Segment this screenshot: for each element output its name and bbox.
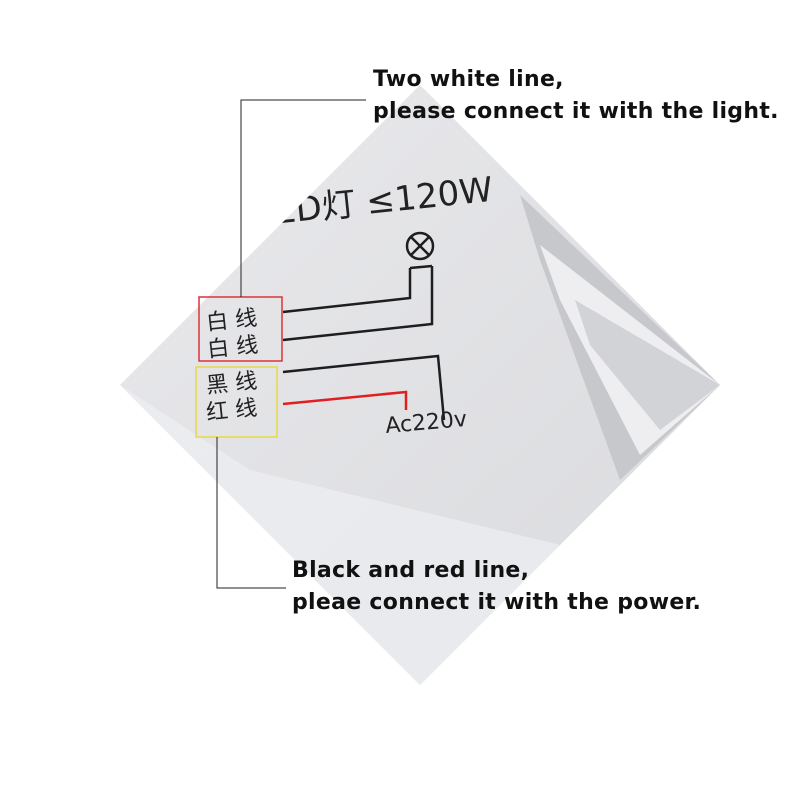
time-label: ±10S xyxy=(69,287,155,330)
terminal-white-2: 白 线 xyxy=(206,333,259,363)
top-callout-leader xyxy=(240,99,366,297)
white-wire-2 xyxy=(282,266,434,342)
terminal-white-1: 白 线 xyxy=(205,306,258,336)
terminal-red: 红 线 xyxy=(205,396,258,426)
terminal-black: 黑 线 xyxy=(205,369,258,399)
plate-layer xyxy=(575,300,720,430)
lamp-symbol-icon xyxy=(405,231,435,261)
power-line-callout: Black and red line, pleae connect it wit… xyxy=(292,555,701,619)
lamp-bridge xyxy=(409,264,433,270)
black-red-line-highlight-box xyxy=(195,366,278,438)
lower-band xyxy=(120,385,560,685)
power-line-callout-line1: Black and red line, xyxy=(292,558,530,583)
white-wire-1 xyxy=(282,268,412,314)
black-wire xyxy=(282,354,446,421)
red-wire xyxy=(282,390,408,410)
white-line-callout: Two white line, please connect it with t… xyxy=(373,64,779,128)
bottom-callout-leader xyxy=(216,437,286,589)
printed-wires xyxy=(282,264,446,421)
voltage-label: -240V xyxy=(105,241,209,291)
white-line-callout-line2: please connect it with the light. xyxy=(373,99,779,124)
white-line-callout-line1: Two white line, xyxy=(373,67,564,92)
power-line-callout-line2: pleae connect it with the power. xyxy=(292,590,702,615)
